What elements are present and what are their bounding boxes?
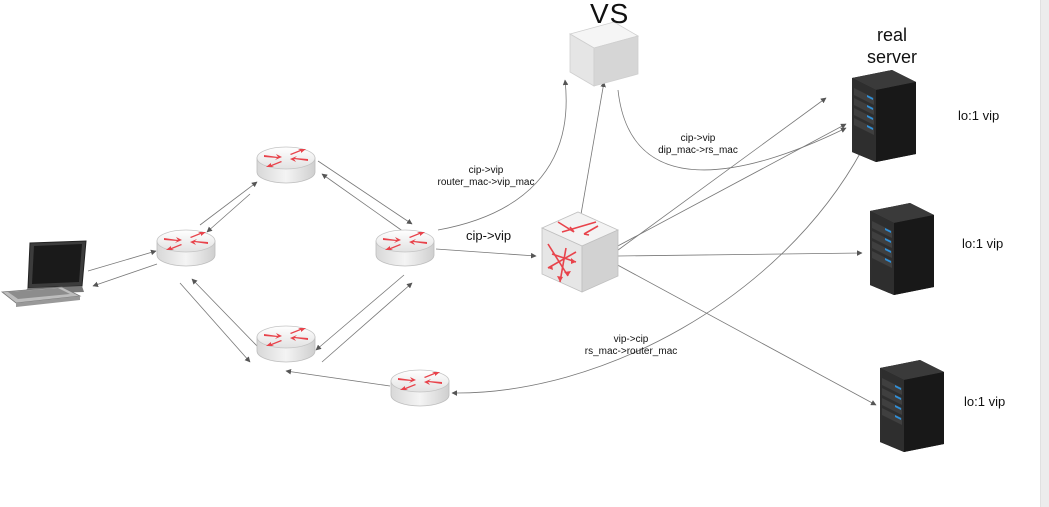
server-rack-icon (870, 203, 934, 295)
laptop-icon (0, 240, 87, 307)
rs2-lo-label: lo:1 vip (962, 236, 1004, 251)
link-vs-to-rs1 (617, 89, 847, 171)
server-rack-icon (852, 70, 916, 162)
vs-to-rs-packet-label: cip->vip dip_mac->rs_mac (656, 133, 740, 157)
link-return-to-bottom (285, 368, 391, 387)
link-router-to-switch (435, 248, 537, 259)
link-router-to-laptop (92, 263, 158, 288)
router-icon (156, 229, 216, 267)
link-r1-to-bottom (179, 282, 251, 363)
link-top-to-r1 (206, 193, 251, 233)
link-rs-return (451, 149, 863, 396)
router-icon (390, 369, 450, 407)
switch-icon (541, 211, 619, 293)
link-laptop-to-router (87, 249, 157, 272)
to-switch-packet-label: cip->vip (466, 228, 512, 243)
link-bottom-to-r1 (191, 278, 259, 348)
vs-title: VS (590, 0, 630, 29)
vs-to-rs-packet-line2: dip_mac->rs_mac (658, 145, 738, 156)
vs-to-rs-packet-line1: cip->vip (680, 133, 716, 144)
return-packet-line2: rs_mac->router_mac (584, 346, 678, 357)
return-packet-label: vip->cip rs_mac->router_mac (584, 334, 678, 358)
router-icon (256, 146, 316, 184)
link-switch-to-rs2 (617, 250, 863, 257)
link-switch-to-rs1 (613, 123, 847, 249)
link-switch-to-rs1-upper (613, 97, 827, 254)
scrollbar-track[interactable] (1040, 0, 1049, 507)
router-icon (375, 229, 435, 267)
link-r3-to-top (321, 173, 405, 233)
real-server-title: real server (862, 24, 922, 68)
rs3-lo-label: lo:1 vip (964, 394, 1006, 409)
to-vs-packet-line1: cip->vip (468, 165, 504, 176)
to-vs-packet-line2: router_mac->vip_mac (437, 177, 535, 188)
real-server-title-line2: server (866, 47, 917, 67)
link-top-to-r3 (317, 160, 413, 225)
load-balancer-box-icon (568, 21, 640, 87)
link-bottom-to-r3 (321, 282, 413, 363)
server-rack-icon (880, 360, 944, 452)
to-vs-packet-label: cip->vip router_mac->vip_mac (436, 165, 536, 189)
real-server-title-line1: real (876, 25, 907, 45)
link-r1-to-top (199, 181, 258, 226)
link-switch-to-rs3 (611, 261, 877, 406)
rs1-lo-label: lo:1 vip (958, 108, 1000, 123)
link-switch-to-vs (579, 81, 606, 221)
link-router-to-vs (437, 79, 569, 231)
link-r3-to-bottom (315, 274, 405, 351)
return-packet-line1: vip->cip (613, 334, 649, 345)
router-icon (256, 325, 316, 363)
